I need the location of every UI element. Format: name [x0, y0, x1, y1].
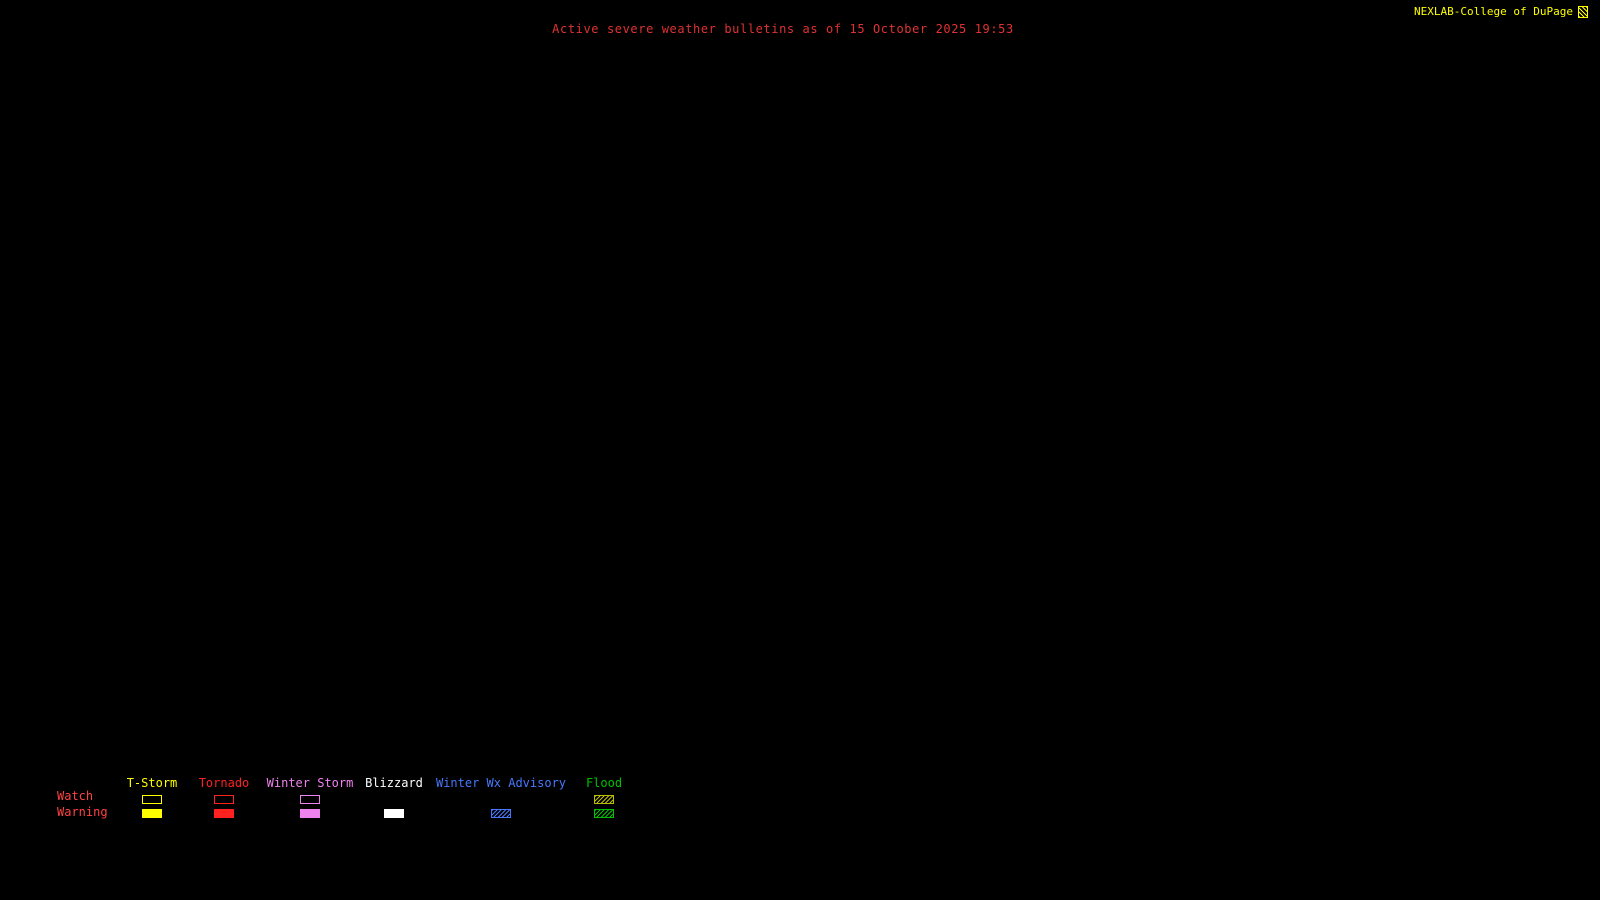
brand-text: NEXLAB-College of DuPage [1414, 5, 1573, 18]
legend-category-flood: Flood [572, 777, 636, 820]
category-label-tstorm: T-Storm [126, 776, 178, 790]
warning-slot-tornado [214, 806, 234, 820]
watch-slot-winter-storm [300, 792, 320, 806]
watch-slot-tstorm [142, 792, 162, 806]
brand: NEXLAB-College of DuPage [1414, 5, 1588, 18]
category-label-tornado: Tornado [198, 776, 250, 790]
watch-swatch-tstorm [142, 794, 162, 804]
legend-row-label-warning: Warning [57, 805, 108, 819]
watch-swatch-flood [594, 794, 614, 804]
watch-swatch-winter-storm [300, 794, 320, 804]
warning-swatch-winter-storm [300, 808, 320, 818]
watch-slot-blizzard [384, 792, 404, 806]
legend: Watch Warning T-Storm Tornado Winter Sto… [0, 775, 720, 825]
legend-category-blizzard: Blizzard [362, 777, 426, 820]
warning-swatch-flood [594, 808, 614, 818]
watch-slot-winter-wx-advisory [491, 792, 511, 806]
watch-slot-tornado [214, 792, 234, 806]
legend-category-tornado: Tornado [193, 777, 255, 820]
legend-row-label-watch: Watch [57, 789, 94, 803]
warning-swatch-tornado [214, 808, 234, 818]
warning-swatch-winter-wx-advisory [491, 808, 511, 818]
warning-slot-winter-wx-advisory [491, 806, 511, 820]
brand-logo-icon [1578, 5, 1588, 18]
category-label-winter-storm: Winter Storm [266, 776, 354, 790]
page-title: Active severe weather bulletins as of 15… [552, 22, 1014, 36]
category-label-blizzard: Blizzard [365, 776, 423, 790]
warning-swatch-tstorm [142, 808, 162, 818]
watch-slot-flood [594, 792, 614, 806]
watch-swatch-tornado [214, 794, 234, 804]
legend-category-winter-storm: Winter Storm [262, 777, 358, 820]
legend-category-winter-wx-advisory: Winter Wx Advisory [434, 777, 568, 820]
warning-slot-flood [594, 806, 614, 820]
warning-slot-tstorm [142, 806, 162, 820]
warning-swatch-blizzard [384, 808, 404, 818]
category-label-winter-wx-advisory: Winter Wx Advisory [435, 776, 567, 790]
warning-slot-blizzard [384, 806, 404, 820]
category-label-flood: Flood [585, 776, 623, 790]
legend-category-tstorm: T-Storm [119, 777, 185, 820]
warning-slot-winter-storm [300, 806, 320, 820]
